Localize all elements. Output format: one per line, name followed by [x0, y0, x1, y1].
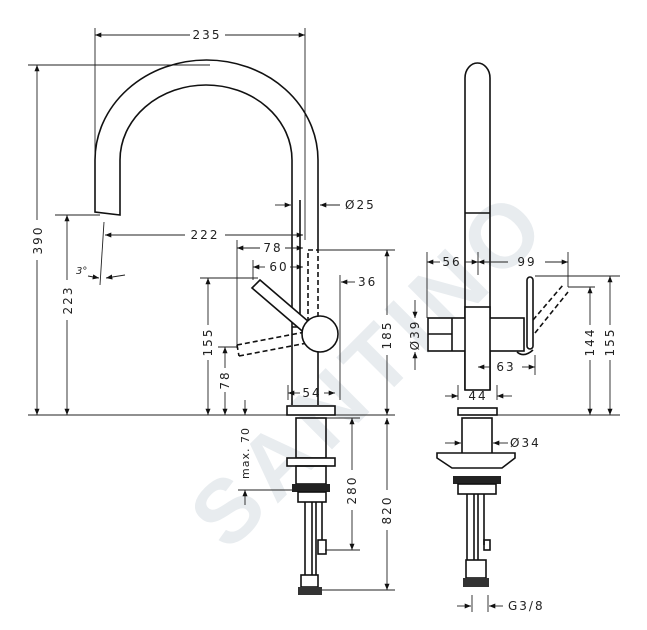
base-front — [457, 407, 498, 416]
base-rosette — [286, 405, 336, 416]
lever-hub — [301, 315, 339, 353]
dim-155-front: 155 — [603, 328, 617, 357]
mounting-plate — [286, 457, 336, 467]
mounting-plate-front — [436, 452, 516, 469]
front-view: 56 99 Ø39 63 44 144 155 Ø34 G3/8 — [408, 62, 620, 613]
dim-185: 185 — [380, 321, 394, 350]
dim-diameter-25: Ø25 — [345, 198, 376, 212]
spout-front — [464, 62, 491, 390]
dim-60: 60 — [269, 260, 288, 274]
dim-99: 99 — [517, 255, 536, 269]
dim-diameter-39: Ø39 — [408, 320, 422, 351]
dim-78-closed: 78 — [218, 370, 232, 389]
dim-222: 222 — [191, 228, 220, 242]
spout — [94, 59, 319, 250]
dim-63: 63 — [496, 360, 515, 374]
dim-223: 223 — [61, 286, 75, 315]
dim-78-lever: 78 — [263, 241, 282, 255]
dim-280: 280 — [345, 476, 359, 505]
dim-44: 44 — [468, 389, 487, 403]
dim-3-degree: 3° — [76, 266, 87, 277]
dim-54: 54 — [302, 386, 321, 400]
dim-144: 144 — [583, 328, 597, 357]
dim-155-lever: 155 — [201, 328, 215, 357]
supply-hoses-front — [466, 494, 485, 560]
side-view: 235 390 223 222 78 60 Ø25 36 185 155 78 — [28, 28, 395, 595]
dim-820: 820 — [380, 496, 394, 525]
lever-front — [526, 276, 534, 350]
dim-390: 390 — [31, 226, 45, 255]
dim-235: 235 — [193, 28, 222, 42]
lever-open-position — [532, 284, 569, 334]
dim-36: 36 — [358, 275, 377, 289]
dim-thread-g3-8: G3/8 — [508, 599, 545, 613]
dim-diameter-34: Ø34 — [510, 436, 541, 450]
dim-56: 56 — [442, 255, 461, 269]
lever-closed-position — [236, 331, 308, 357]
supply-hoses — [304, 502, 323, 575]
dim-max-70: max. 70 — [239, 427, 252, 479]
